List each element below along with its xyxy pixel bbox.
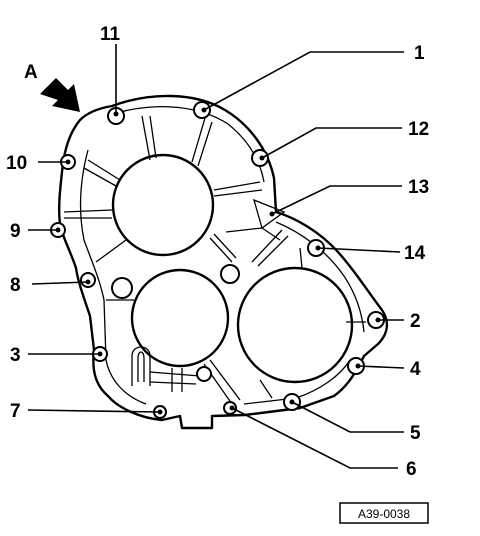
callout-10: 10 [6,153,27,174]
breather-recess [253,198,286,230]
leader-lines [27,44,405,469]
callout-4: 4 [410,359,421,380]
breather-channel [225,227,281,241]
reference-code: A39-0038 [358,507,410,521]
upper-bearing-bore [111,153,215,257]
callout-14: 14 [404,243,426,264]
callout-1: 1 [414,43,425,64]
oil-slot-inner [137,351,145,382]
oil-slot [131,346,151,386]
lower-left-bearing-bore [130,268,230,368]
callout-13: 13 [408,177,429,198]
right-bearing-bore [236,266,354,384]
callout-9: 9 [10,221,21,242]
callout-6: 6 [406,459,417,480]
callout-7: 7 [10,401,21,422]
view-label-a: A [24,62,38,83]
callout-2: 2 [410,311,421,332]
inner-flange-right [275,221,365,333]
callout-3: 3 [10,345,21,366]
reference-code-box [339,502,429,524]
view-arrow-icon [40,78,80,112]
callout-11: 11 [100,24,121,45]
callout-5: 5 [410,423,421,444]
inner-flange-left [79,149,147,405]
callout-8: 8 [10,275,21,296]
callout-labels: 1 2 3 4 5 6 7 8 9 10 11 12 13 14 [6,24,429,480]
callout-12: 12 [408,119,429,140]
leader-dots [55,107,381,415]
